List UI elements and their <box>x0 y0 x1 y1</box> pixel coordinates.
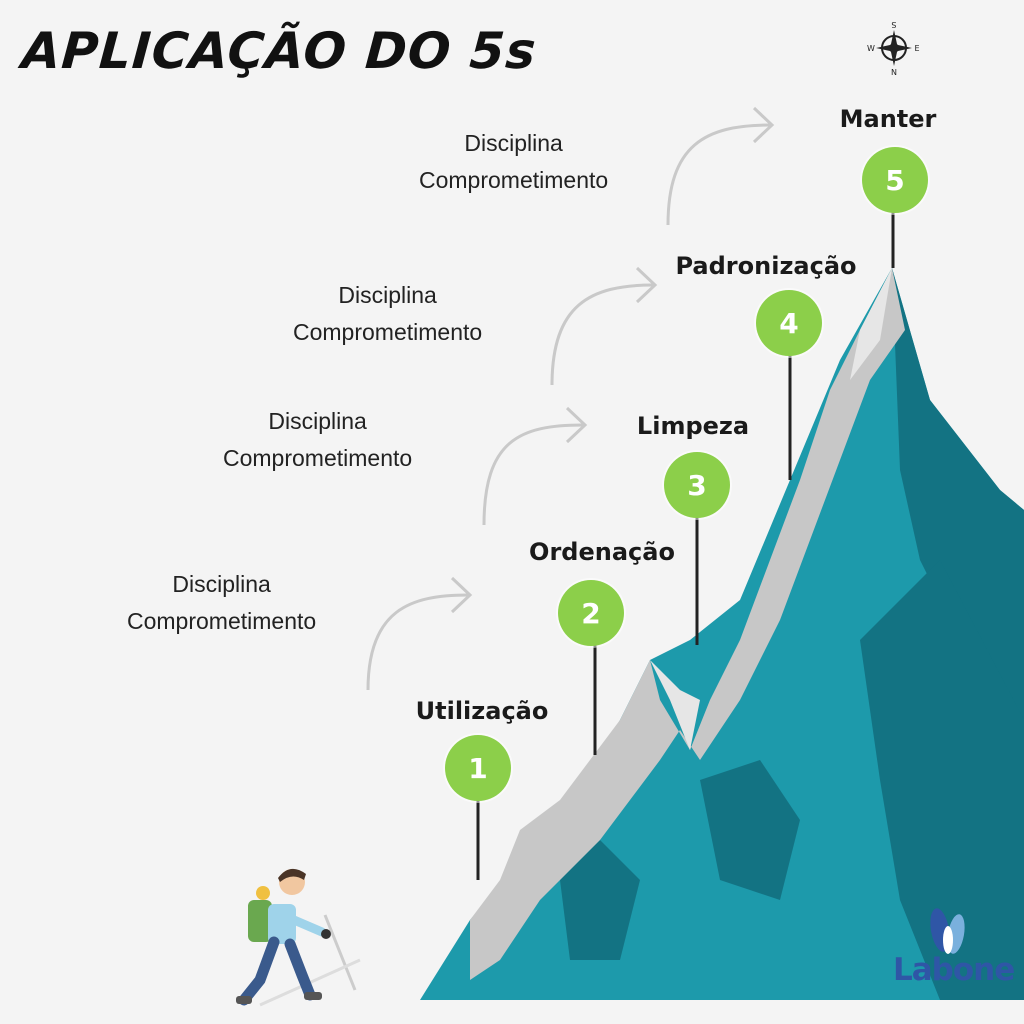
mountain-shadow-4 <box>560 840 640 960</box>
transition-note-1: Disciplina Comprometimento <box>127 566 316 640</box>
mountain-snow-highlight <box>650 660 700 750</box>
note-2-line-1: Disciplina <box>268 408 367 434</box>
note-2-line-2: Comprometimento <box>223 445 413 471</box>
step-4-badge: 4 <box>756 290 822 356</box>
arrow-4 <box>666 123 771 226</box>
arrow-1-head <box>450 576 473 614</box>
transition-note-4: Disciplina Comprometimento <box>419 125 608 199</box>
compass-east: E <box>914 44 919 53</box>
labone-logo-icon <box>930 908 965 954</box>
mountain-snow-ridge <box>470 268 905 980</box>
compass-icon: S N W E <box>867 20 919 76</box>
transition-note-3: Disciplina Comprometimento <box>293 277 482 351</box>
step-3-badge: 3 <box>664 452 730 518</box>
arrow-2 <box>482 423 584 526</box>
arrow-2-head <box>565 406 588 444</box>
step-1-badge: 1 <box>445 735 511 801</box>
compass-west: W <box>867 44 875 53</box>
mountain-shadow-2 <box>860 560 1024 1000</box>
brand-name: Labone <box>893 952 1015 988</box>
compass-north: S <box>891 20 896 29</box>
note-1-line-2: Comprometimento <box>127 608 317 634</box>
arrows <box>366 106 775 691</box>
transition-note-2: Disciplina Comprometimento <box>223 403 412 477</box>
arrow-3-head <box>635 266 658 304</box>
step-3-label: Limpeza <box>636 412 750 440</box>
mountain-shadow-3 <box>700 760 800 900</box>
compass-south: N <box>891 67 897 76</box>
step-2-badge: 2 <box>558 580 624 646</box>
step-4-label: Padronização <box>675 252 857 280</box>
arrow-1 <box>366 593 469 691</box>
step-1-label: Utilização <box>415 697 549 725</box>
step-poles <box>476 208 895 880</box>
note-3-line-1: Disciplina <box>338 282 437 308</box>
note-4-line-2: Comprometimento <box>419 167 609 193</box>
arrow-4-head <box>752 106 775 144</box>
note-3-line-2: Comprometimento <box>293 319 483 345</box>
note-1-line-1: Disciplina <box>172 571 271 597</box>
step-5-label: Manter <box>839 105 937 133</box>
step-5-badge: 5 <box>862 147 928 213</box>
note-4-line-1: Disciplina <box>464 130 563 156</box>
arrow-3 <box>550 283 654 386</box>
mountain-snow-highlight-2 <box>850 268 892 380</box>
step-2-label: Ordenação <box>529 538 675 566</box>
mountain-shadow-1 <box>892 268 1024 720</box>
hiker-icon <box>236 868 361 1007</box>
